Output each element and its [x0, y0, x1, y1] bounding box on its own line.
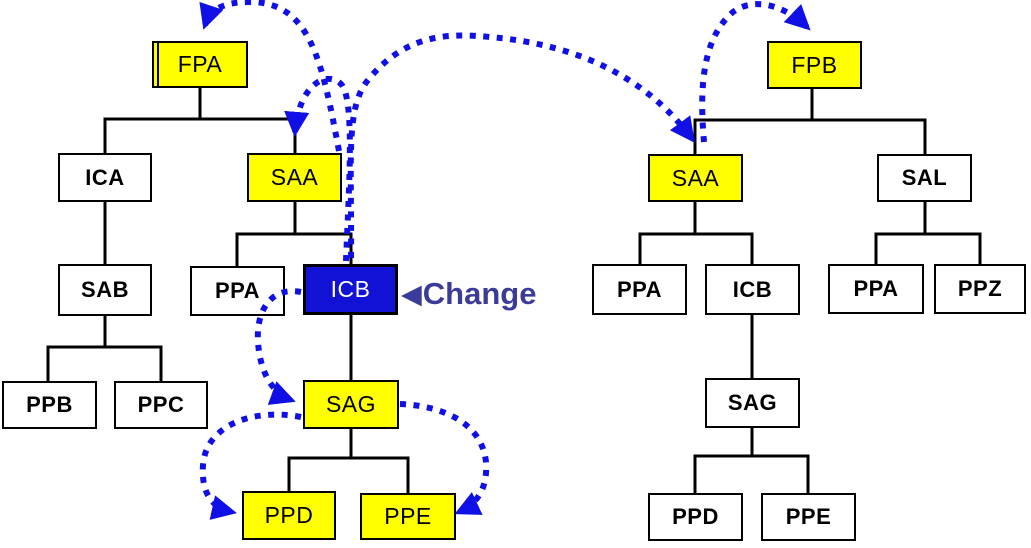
node-ppa-left: PPA — [190, 266, 285, 316]
node-label: PPE — [785, 504, 832, 529]
node-label: PPA — [853, 276, 899, 301]
node-label: PPA — [214, 278, 261, 303]
node-ppc: PPC — [114, 381, 208, 429]
arrow-icb-to-saa-right — [347, 32, 695, 259]
node-label: SAG — [325, 391, 377, 417]
node-ppz: PPZ — [934, 264, 1026, 314]
node-label: PPD — [672, 504, 719, 529]
node-sag-left: SAG — [303, 380, 399, 429]
node-icb-changed: ICB — [303, 264, 398, 315]
node-label: PPD — [264, 502, 314, 528]
change-pointer-icon: ◀ — [401, 278, 422, 309]
node-icb-right: ICB — [705, 264, 800, 315]
node-ppd-left: PPD — [242, 491, 336, 540]
node-saa-left: SAA — [247, 153, 342, 202]
node-label: PPZ — [957, 276, 1003, 301]
node-sag-right: SAG — [705, 378, 800, 428]
change-annotation: ◀ Change — [401, 276, 536, 312]
node-label: ICB — [330, 276, 371, 302]
node-label: ICA — [85, 164, 125, 190]
node-label: SAL — [901, 165, 948, 190]
node-label: SAA — [671, 164, 720, 191]
node-label: SAA — [270, 164, 319, 190]
node-ppb: PPB — [2, 381, 97, 429]
node-fpb: FPB — [767, 41, 862, 89]
node-label: FPB — [791, 51, 838, 78]
node-fpa: FPA — [152, 41, 248, 88]
node-sab: SAB — [58, 264, 152, 316]
node-ppe-right: PPE — [761, 493, 856, 541]
node-ica: ICA — [58, 153, 152, 202]
node-label: PPC — [137, 392, 185, 417]
node-sal: SAL — [877, 154, 972, 202]
node-label: PPA — [616, 276, 663, 302]
node-label: SAG — [727, 390, 778, 415]
node-ppd-right: PPD — [648, 493, 743, 541]
node-label: PPE — [384, 503, 432, 529]
change-label: Change — [422, 276, 537, 311]
node-ppa-right-2: PPA — [828, 264, 924, 314]
node-ppa-right-1: PPA — [592, 264, 687, 315]
node-saa-right: SAA — [648, 154, 743, 202]
node-label: ICB — [732, 276, 773, 302]
node-label: SAB — [81, 277, 129, 302]
node-ppe-left: PPE — [360, 493, 456, 540]
node-label: PPB — [26, 392, 73, 417]
node-label: FPA — [177, 51, 223, 77]
